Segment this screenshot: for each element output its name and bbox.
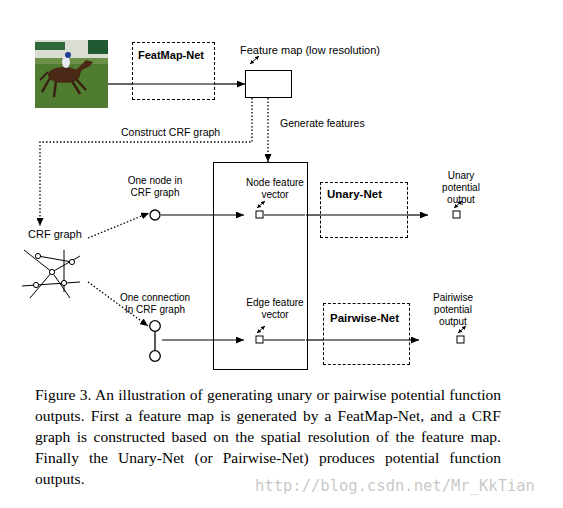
through-wire [323,339,410,340]
photo-grass [35,40,108,108]
through-wire [132,83,215,84]
node-text: Unary-Net [327,188,382,200]
feature-vector: Node feature vector [244,173,306,223]
connection-line [154,331,155,351]
watermark: http://blog.csdn.net/Mr_KkTian [255,477,535,495]
potential-output: Pairiwise potential output [419,292,487,344]
node-circle [150,210,160,220]
graph-node-circle: One node in CRF graph [149,209,161,221]
graph-vertex [49,269,54,274]
node-text: Pairwise-Net [330,312,399,324]
graph-vertex [69,259,74,264]
connector-layer [40,84,428,340]
node-text: CRF graph [28,228,82,240]
node-text: FeatMap-Net [138,49,204,61]
graph-link [52,256,80,272]
node-text: Edge feature vector [244,293,306,321]
graph-link [38,256,72,262]
vector-symbol [256,326,265,343]
connector-arrow [162,339,244,340]
graph-link [24,250,52,272]
node-text: Node feature vector [244,173,306,201]
node-circle-outline [149,209,161,221]
connector-arrow [306,339,323,340]
vector-symbol [457,326,466,343]
node-text: Unary potential output [428,170,494,206]
photo-sign [35,42,65,50]
graph-link [52,272,70,298]
connector-arrow [215,83,245,84]
jockey-cap [65,52,71,58]
connector-arrow [408,214,428,215]
connector-arrow [88,213,149,238]
connector-arrow [410,339,419,340]
graph-vertex [35,253,40,258]
feature-vector: Edge feature vector [244,293,306,349]
graph-link [22,282,80,286]
crf-graph-drawing [22,250,80,298]
horse-legs [42,78,86,97]
dashed-net-box: FeatMap-Net [132,42,215,100]
horse-photo [35,40,108,108]
horse-tail [40,72,48,80]
vector-wire [264,214,305,215]
edge-label: Generate features [280,117,365,129]
photo-sign [88,40,108,54]
dashed-net-box: Unary-Net [320,182,408,238]
horse-body [48,67,80,83]
edge-label: Construct CRF graph [121,126,220,138]
graph-connection: One connection In CRF graph [148,320,162,362]
vector-symbol [256,201,265,218]
graph-vertex [61,280,66,285]
node-text: One connection In CRF graph [117,292,193,316]
node-circle [150,351,161,362]
connector-arrow [267,98,268,162]
feature-map-box: Feature map (low resolution) [245,70,292,98]
potential-output: Unary potential output [428,170,494,222]
graph-vertex [33,282,38,287]
horse-head [74,60,93,78]
vector-wire [264,339,305,340]
node-circle [150,321,161,332]
crf-graph-node: CRF graph [22,226,88,304]
node-text: One node in CRF graph [126,175,184,199]
connector-arrow [306,214,320,215]
node-text: Pairiwise potential output [419,292,487,328]
photo-stands [35,40,108,60]
photo-rail [35,58,108,64]
connector-arrow [161,214,244,215]
through-wire [320,214,408,215]
dashed-net-box: Pairwise-Net [323,303,410,365]
feature-vector-box: Node feature vectorEdge feature vector [213,162,308,370]
vector-symbol [250,56,259,64]
figure-caption: Figure 3. An illustration of generating … [35,384,501,489]
photo-wire [108,83,132,84]
node-text: Feature map (low resolution) [240,44,380,56]
connection-outline [148,320,162,362]
